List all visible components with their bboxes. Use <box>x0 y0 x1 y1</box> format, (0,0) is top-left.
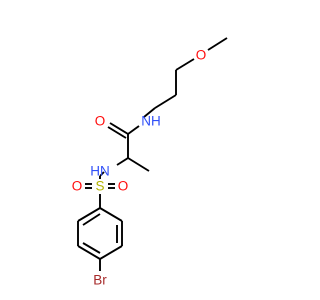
atom-label-amide-nitrogen: NH <box>141 114 161 129</box>
atom-label-sulfonamide-nitrogen: HN <box>90 164 110 179</box>
bond-alpha-nh <box>116 157 129 166</box>
atom-label-sulfonyl-oxygen-left: O <box>72 179 83 194</box>
bond-carbonyl-double-2 <box>107 126 127 139</box>
ring-bond-4 <box>77 245 101 260</box>
molecule-svg: O NH O HN S O O Br <box>72 37 228 288</box>
ring-bond-6 <box>77 207 101 222</box>
bond-nh-carbonyl-c <box>127 125 140 135</box>
ring-bond-1 <box>99 207 123 222</box>
bond-ch2-nh <box>143 107 156 118</box>
bond-methyl-oxygen <box>207 37 228 51</box>
atom-label-sulfur: S <box>95 179 104 194</box>
bond-alpha-methyl <box>127 157 150 172</box>
atom-label-sulfonyl-oxygen-right: O <box>118 179 129 194</box>
bond-oxygen-ch2 <box>175 58 195 71</box>
ring-inner-bond-3 <box>82 213 101 226</box>
atom-label-carbonyl-oxygen: O <box>95 114 106 129</box>
atom-label-ether-oxygen: O <box>196 48 207 63</box>
atom-label-bromine: Br <box>93 273 107 288</box>
ring-inner-bond-2 <box>82 242 101 254</box>
bond-ch2-ch2-b <box>154 94 177 109</box>
ring-bond-3 <box>99 245 123 260</box>
molecule-structure-diagram: O NH O HN S O O Br <box>72 37 228 288</box>
bond-hn-s <box>99 171 105 177</box>
bond-carbonyl-double-1 <box>109 122 129 135</box>
